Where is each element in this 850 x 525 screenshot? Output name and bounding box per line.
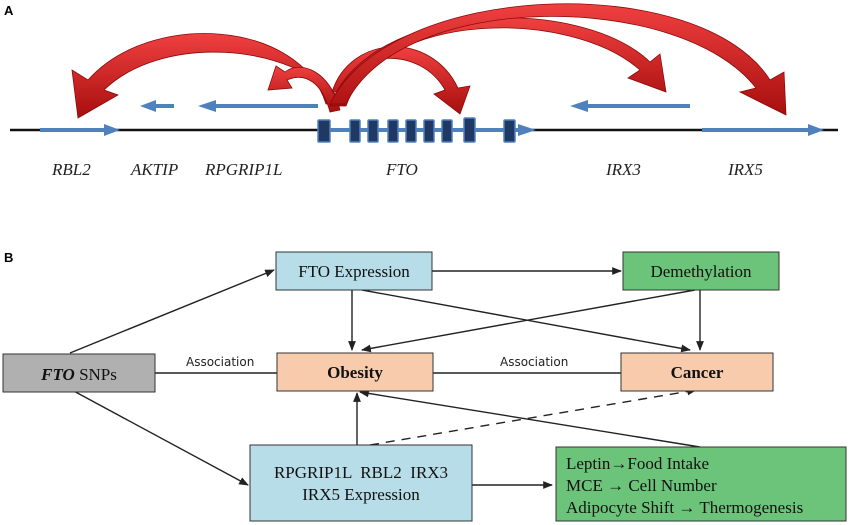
obesity-box: Obesity (276, 352, 434, 392)
fto-snps-rest: SNPs (75, 365, 117, 384)
gene-arrows (40, 100, 824, 136)
cancer-box: Cancer (620, 352, 774, 392)
gene-label-rbl2: RBL2 (51, 160, 91, 179)
effect-leptin: Leptin→Food Intake (566, 454, 709, 473)
obesity-label: Obesity (327, 363, 383, 382)
demethylation-box: Demethylation (622, 251, 780, 291)
panel-b-label: B (4, 250, 13, 265)
gene-label-irx3: IRX3 (605, 160, 641, 179)
panel-a-label: A (4, 3, 14, 18)
association-label-right: Association (500, 355, 568, 369)
effects-box: Leptin→Food Intake MCE → Cell Number Adi… (555, 446, 847, 522)
chromatin-loop-arrows (71, 3, 787, 119)
demethylation-label: Demethylation (650, 262, 752, 281)
effect-mce: MCE → Cell Number (566, 476, 717, 495)
fto-snps-bold: FTO (40, 365, 75, 384)
gene-label-fto: FTO (385, 160, 418, 179)
fto-snps-label: FTO SNPs (40, 365, 117, 384)
gene-expression-line1: RPGRIP1L RBL2 IRX3 (274, 463, 448, 482)
connector-arrows (69, 267, 704, 489)
gene-expression-box: RPGRIP1L RBL2 IRX3 IRX5 Expression (249, 444, 473, 522)
fto-expression-label: FTO Expression (298, 262, 410, 281)
fto-exons (317, 117, 516, 143)
effect-adipocyte: Adipocyte Shift → Thermogenesis (566, 498, 803, 517)
association-label-left: Association (186, 355, 254, 369)
cancer-label: Cancer (671, 363, 724, 382)
gene-label-rpgrip1l: RPGRIP1L (204, 160, 282, 179)
gene-label-irx5: IRX5 (727, 160, 763, 179)
gene-expression-line2: IRX5 Expression (302, 485, 420, 504)
fto-expression-box: FTO Expression (275, 251, 433, 291)
gene-label-aktip: AKTIP (130, 160, 178, 179)
fto-snps-box: FTO SNPs (2, 353, 156, 393)
